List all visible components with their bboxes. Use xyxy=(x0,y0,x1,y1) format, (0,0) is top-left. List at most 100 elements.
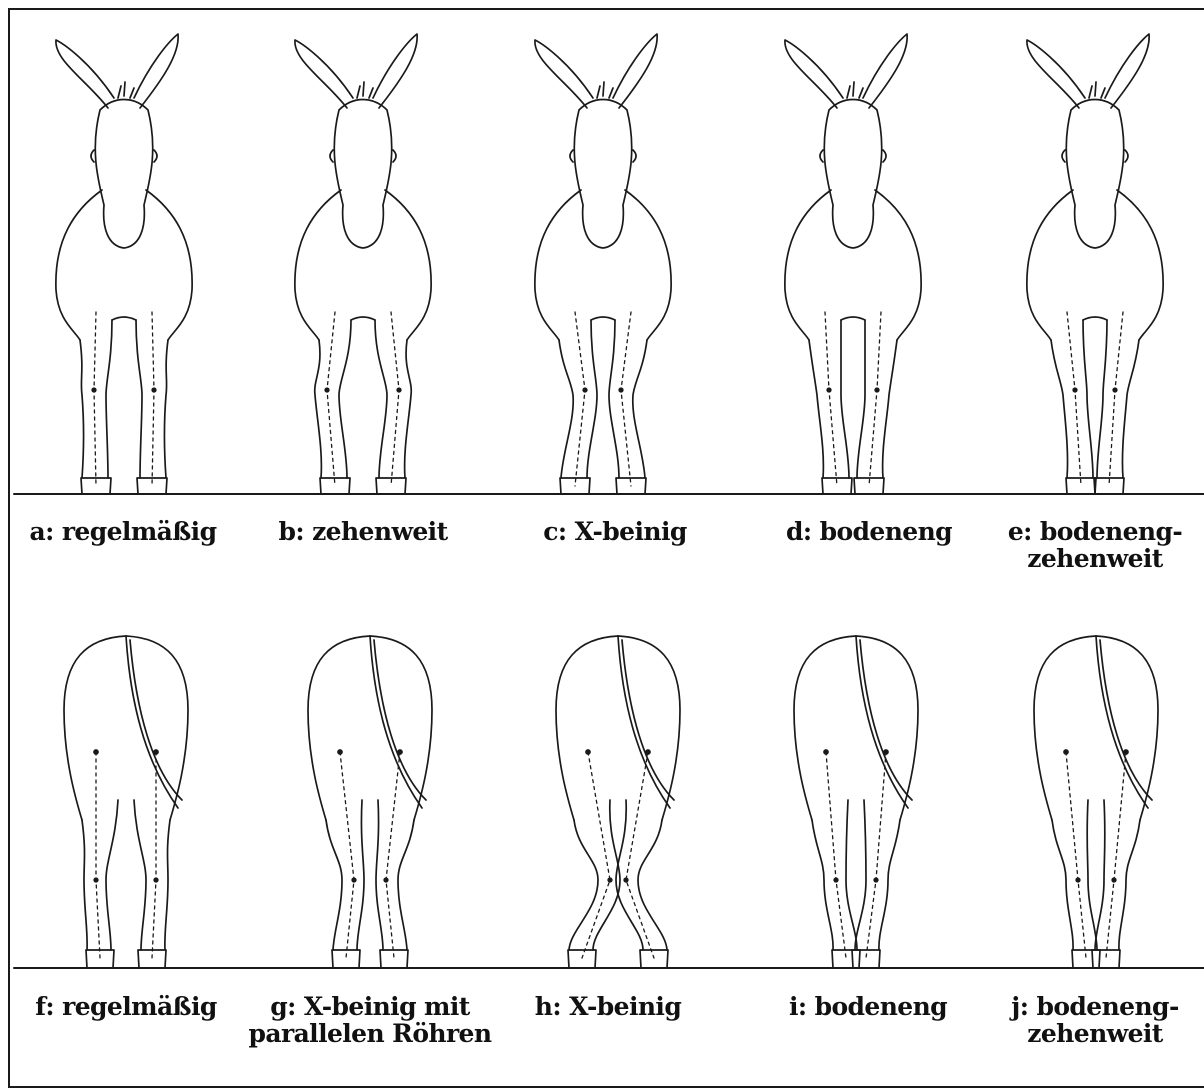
left-ear xyxy=(1027,40,1085,108)
right-leg-outer xyxy=(883,340,897,478)
right-knee-point xyxy=(397,388,401,392)
right-hind-leg-outer xyxy=(1119,820,1140,950)
caption-line: d: bodeneng xyxy=(764,518,974,545)
left-hind-hoof xyxy=(832,950,860,968)
right-hind-leg-axis xyxy=(866,752,886,958)
between-legs xyxy=(1083,317,1107,320)
left-leg-inner xyxy=(339,320,351,478)
right-leg-axis xyxy=(869,312,881,486)
caption-line: h: X-beinig xyxy=(508,993,708,1020)
left-hind-leg-outer xyxy=(1052,820,1073,950)
left-hip-point xyxy=(1064,750,1068,754)
eyes xyxy=(1062,150,1128,162)
left-hind-leg-inner xyxy=(357,800,364,950)
left-rump xyxy=(794,636,856,820)
right-hip-point xyxy=(1124,750,1128,754)
left-knee-point xyxy=(325,388,329,392)
rear-donkey-i xyxy=(794,636,918,968)
right-ear xyxy=(373,34,417,108)
right-shoulder xyxy=(146,190,192,340)
caption-front-d: d: bodeneng xyxy=(764,518,974,545)
forelock xyxy=(118,82,134,98)
left-ear xyxy=(295,40,353,108)
left-hind-leg-inner xyxy=(846,800,857,950)
caption-rear-h: h: X-beinig xyxy=(508,993,708,1020)
right-shoulder xyxy=(1117,190,1163,340)
between-legs xyxy=(351,317,375,320)
right-leg-inner xyxy=(375,320,387,478)
right-leg-outer xyxy=(165,340,169,478)
left-hind-leg-outer xyxy=(569,820,598,950)
right-ear xyxy=(863,34,907,108)
left-hind-leg-axis xyxy=(340,752,354,958)
left-shoulder xyxy=(295,190,341,340)
rear-donkey-f xyxy=(64,636,188,968)
left-leg-axis xyxy=(1067,312,1081,486)
right-hip-point xyxy=(884,750,888,754)
right-shoulder xyxy=(875,190,921,340)
right-rump xyxy=(856,636,918,820)
right-leg-outer xyxy=(633,340,647,478)
caption-front-b: b: zehenweit xyxy=(258,518,468,545)
head xyxy=(334,100,391,249)
left-hind-hoof xyxy=(1072,950,1100,968)
left-hind-leg-axis xyxy=(96,752,100,958)
right-rump xyxy=(370,636,432,820)
head xyxy=(95,100,152,249)
left-hock-point xyxy=(608,878,612,882)
right-leg-axis xyxy=(391,312,399,486)
right-leg-inner xyxy=(136,320,142,478)
eyes xyxy=(570,150,636,162)
right-hind-leg-axis xyxy=(152,752,156,958)
caption-front-e: e: bodeneng- zehenweit xyxy=(990,518,1200,572)
left-knee-point xyxy=(827,388,831,392)
left-leg-inner xyxy=(841,320,849,478)
left-leg-outer xyxy=(559,340,573,478)
left-hind-leg-outer xyxy=(82,820,87,950)
caption-front-c: c: X-beinig xyxy=(510,518,720,545)
right-hip-point xyxy=(398,750,402,754)
caption-line: parallelen Röhren xyxy=(240,1020,500,1047)
right-leg-inner xyxy=(609,320,619,478)
front-donkey-a xyxy=(56,34,192,494)
left-leg-outer xyxy=(809,340,823,478)
left-hip-point xyxy=(824,750,828,754)
left-leg-axis xyxy=(327,312,335,486)
right-hind-hoof xyxy=(640,950,668,968)
left-hock-point xyxy=(94,878,98,882)
eyes xyxy=(91,150,157,162)
right-hind-hoof xyxy=(138,950,166,968)
left-leg-inner xyxy=(106,320,112,478)
right-hind-leg-axis xyxy=(626,752,654,958)
right-shoulder xyxy=(385,190,431,340)
caption-rear-f: f: regelmäßig xyxy=(26,993,226,1020)
left-hind-hoof xyxy=(332,950,360,968)
caption-line: a: regelmäßig xyxy=(18,518,228,545)
right-leg-axis xyxy=(621,312,631,486)
right-leg-axis xyxy=(152,312,154,486)
left-leg-axis xyxy=(575,312,585,486)
right-knee-point xyxy=(152,388,156,392)
left-hock-point xyxy=(1076,878,1080,882)
left-rump xyxy=(556,636,618,820)
left-leg-outer xyxy=(1051,340,1068,478)
front-donkey-b xyxy=(295,34,431,494)
front-donkey-d xyxy=(785,34,921,494)
right-hind-hoof xyxy=(852,950,880,968)
tail xyxy=(618,636,674,808)
rear-donkey-h xyxy=(556,636,680,968)
left-leg-axis xyxy=(825,312,837,486)
right-hind-leg-outer xyxy=(879,820,900,950)
right-leg-outer xyxy=(405,340,412,478)
forelock xyxy=(847,82,863,98)
right-hock-point xyxy=(624,878,628,882)
left-hind-leg-axis xyxy=(826,752,846,958)
caption-rear-j: j: bodeneng- zehenweit xyxy=(995,993,1195,1047)
forelock xyxy=(597,82,613,98)
eyes xyxy=(330,150,396,162)
left-hind-leg-axis xyxy=(1066,752,1086,958)
rear-donkey-g xyxy=(308,636,432,968)
tail xyxy=(370,636,426,808)
right-hip-point xyxy=(154,750,158,754)
left-hock-point xyxy=(834,878,838,882)
